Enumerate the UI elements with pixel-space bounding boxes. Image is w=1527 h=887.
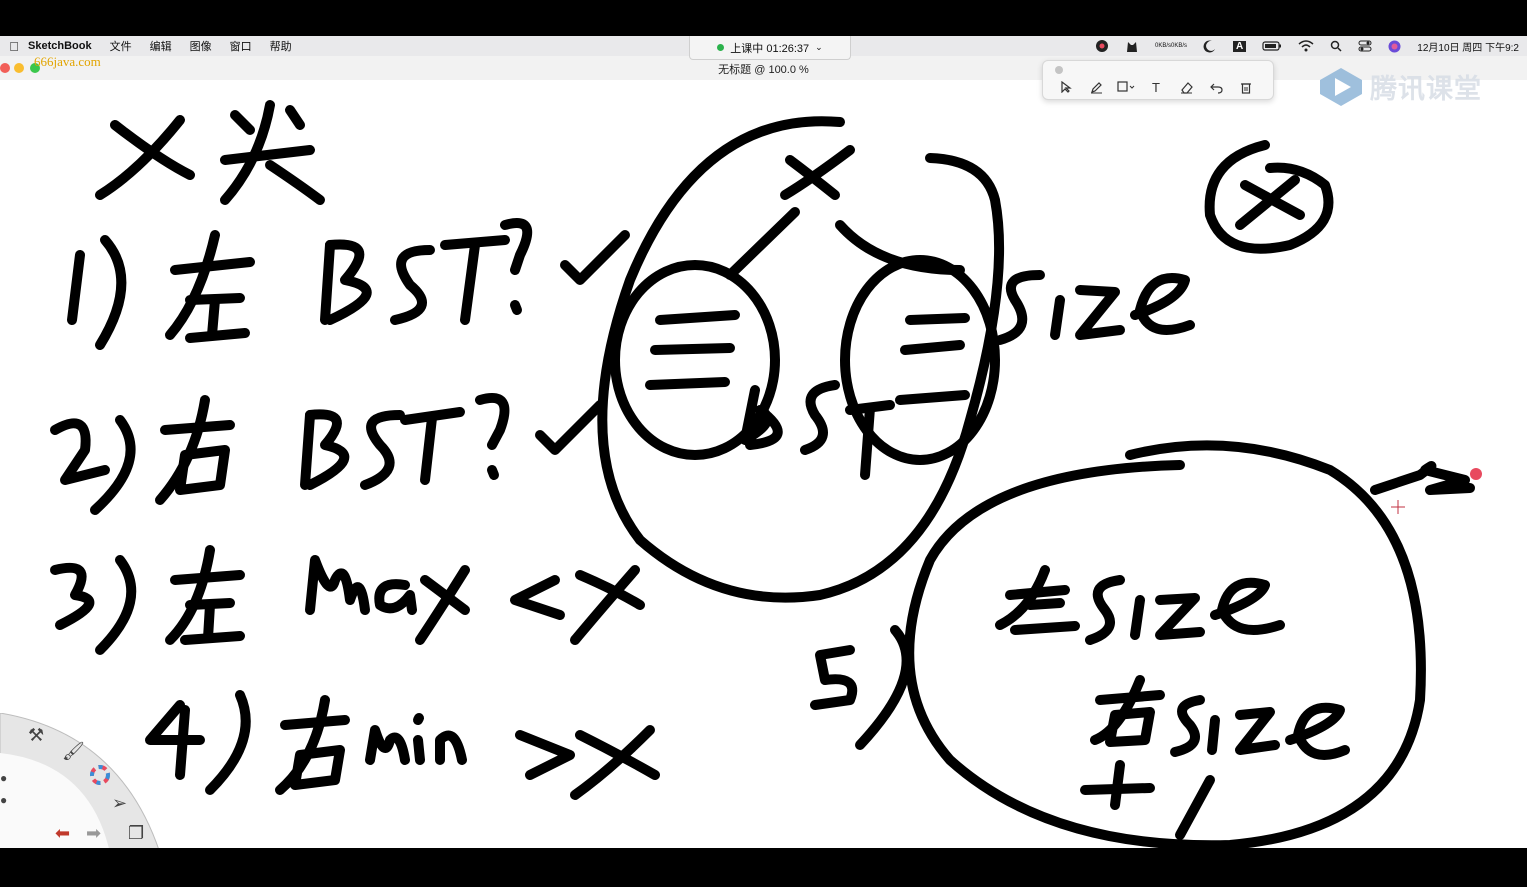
net-up: 0KB/s bbox=[1155, 43, 1172, 49]
control-center-icon[interactable] bbox=[1358, 40, 1372, 52]
cursor-accent-dot bbox=[1470, 468, 1482, 480]
live-dot-icon bbox=[717, 44, 725, 51]
text-icon[interactable]: T bbox=[1152, 79, 1160, 95]
menu-file[interactable]: 文件 bbox=[109, 41, 132, 53]
chevron-down-icon: ⌄ bbox=[815, 42, 823, 52]
apple-logo-icon[interactable]:  bbox=[0, 39, 28, 54]
class-status-label: 上课中 01:26:37 bbox=[730, 42, 810, 55]
trash-icon[interactable] bbox=[1231, 77, 1261, 97]
letterbox-top bbox=[0, 0, 1527, 36]
eraser-icon[interactable] bbox=[1171, 77, 1201, 97]
palette-ring bbox=[0, 713, 160, 853]
class-status-pill[interactable]: 上课中 01:26:37 ⌄ bbox=[689, 36, 851, 60]
ink-size bbox=[995, 270, 1195, 345]
ink-item-4 bbox=[145, 690, 660, 800]
menu-edit[interactable]: 编辑 bbox=[149, 41, 172, 53]
copy-layer-icon[interactable]: ❐ bbox=[128, 823, 145, 843]
ink-size-formula bbox=[810, 440, 1426, 851]
play-logo-icon bbox=[1320, 68, 1362, 106]
undo-arrow-icon[interactable]: ⬅ bbox=[55, 823, 71, 843]
undo-icon[interactable] bbox=[1201, 77, 1231, 97]
annotation-toolbar: T bbox=[1042, 60, 1274, 100]
toolbar-grip-icon[interactable] bbox=[1055, 66, 1063, 74]
brush-dot-icon[interactable]: ● bbox=[0, 793, 8, 807]
spotlight-search-icon[interactable] bbox=[1330, 40, 1342, 52]
input-method-label: A bbox=[1233, 40, 1247, 52]
menu-help[interactable]: 帮助 bbox=[269, 41, 292, 53]
cat-icon[interactable] bbox=[1125, 39, 1139, 53]
brush-size-icon[interactable]: ● bbox=[0, 771, 8, 785]
moon-icon[interactable] bbox=[1203, 39, 1217, 53]
ink-item-3 bbox=[50, 545, 645, 655]
pen-icon[interactable] bbox=[1081, 77, 1111, 97]
brush-icon[interactable]: 🖌 bbox=[62, 741, 85, 761]
network-speed: 0KB/s 0KB/s bbox=[1155, 43, 1187, 49]
ink-title bbox=[95, 100, 325, 205]
ink-scribble bbox=[1370, 461, 1475, 495]
crosshair-cursor-icon bbox=[1391, 500, 1405, 514]
zoom-window-icon[interactable] bbox=[30, 63, 40, 73]
watermark: 666java.com bbox=[34, 54, 101, 69]
hammer-tools-icon[interactable]: ⚒ bbox=[28, 725, 45, 745]
drawing-canvas[interactable] bbox=[0, 80, 1527, 848]
select-icon[interactable] bbox=[1051, 77, 1081, 97]
status-tray: 0KB/s 0KB/s A 12月10日 周四 下午9:2 bbox=[1087, 36, 1527, 56]
menu-window[interactable]: 窗口 bbox=[229, 41, 252, 53]
siri-icon[interactable] bbox=[1388, 40, 1401, 53]
brand-name: 腾讯课堂 bbox=[1370, 73, 1482, 104]
close-window-icon[interactable] bbox=[0, 63, 10, 73]
ink-item-2 bbox=[50, 393, 605, 515]
minimize-window-icon[interactable] bbox=[14, 63, 24, 73]
clock[interactable]: 12月10日 周四 下午9:2 bbox=[1417, 42, 1519, 54]
redo-arrow-icon[interactable]: ➡ bbox=[86, 823, 102, 843]
select-arrow-icon[interactable]: ➢ bbox=[112, 793, 128, 813]
app-name-menu[interactable]: SketchBook bbox=[28, 40, 92, 52]
input-method-icon[interactable]: A bbox=[1233, 40, 1247, 52]
wifi-icon[interactable] bbox=[1298, 40, 1314, 52]
ink-tree bbox=[597, 116, 1005, 603]
battery-icon[interactable] bbox=[1262, 40, 1282, 52]
ink-item-1 bbox=[67, 218, 630, 350]
lagoon-palette: ⚒ 🖌 ● ● ➢ ⬅ ➡ ❐ bbox=[0, 713, 160, 853]
record-icon[interactable] bbox=[1095, 39, 1109, 53]
letterbox-bottom bbox=[0, 848, 1527, 887]
document-title: 无标题 @ 100.0 % bbox=[718, 64, 809, 76]
menu-image[interactable]: 图像 bbox=[189, 41, 212, 53]
net-down: 0KB/s bbox=[1171, 43, 1188, 49]
shape-icon[interactable] bbox=[1111, 77, 1141, 97]
color-wheel-icon[interactable] bbox=[90, 765, 110, 790]
tencent-classroom-logo: 腾讯课堂 bbox=[1318, 66, 1482, 106]
ink-circled-x bbox=[1204, 140, 1334, 254]
